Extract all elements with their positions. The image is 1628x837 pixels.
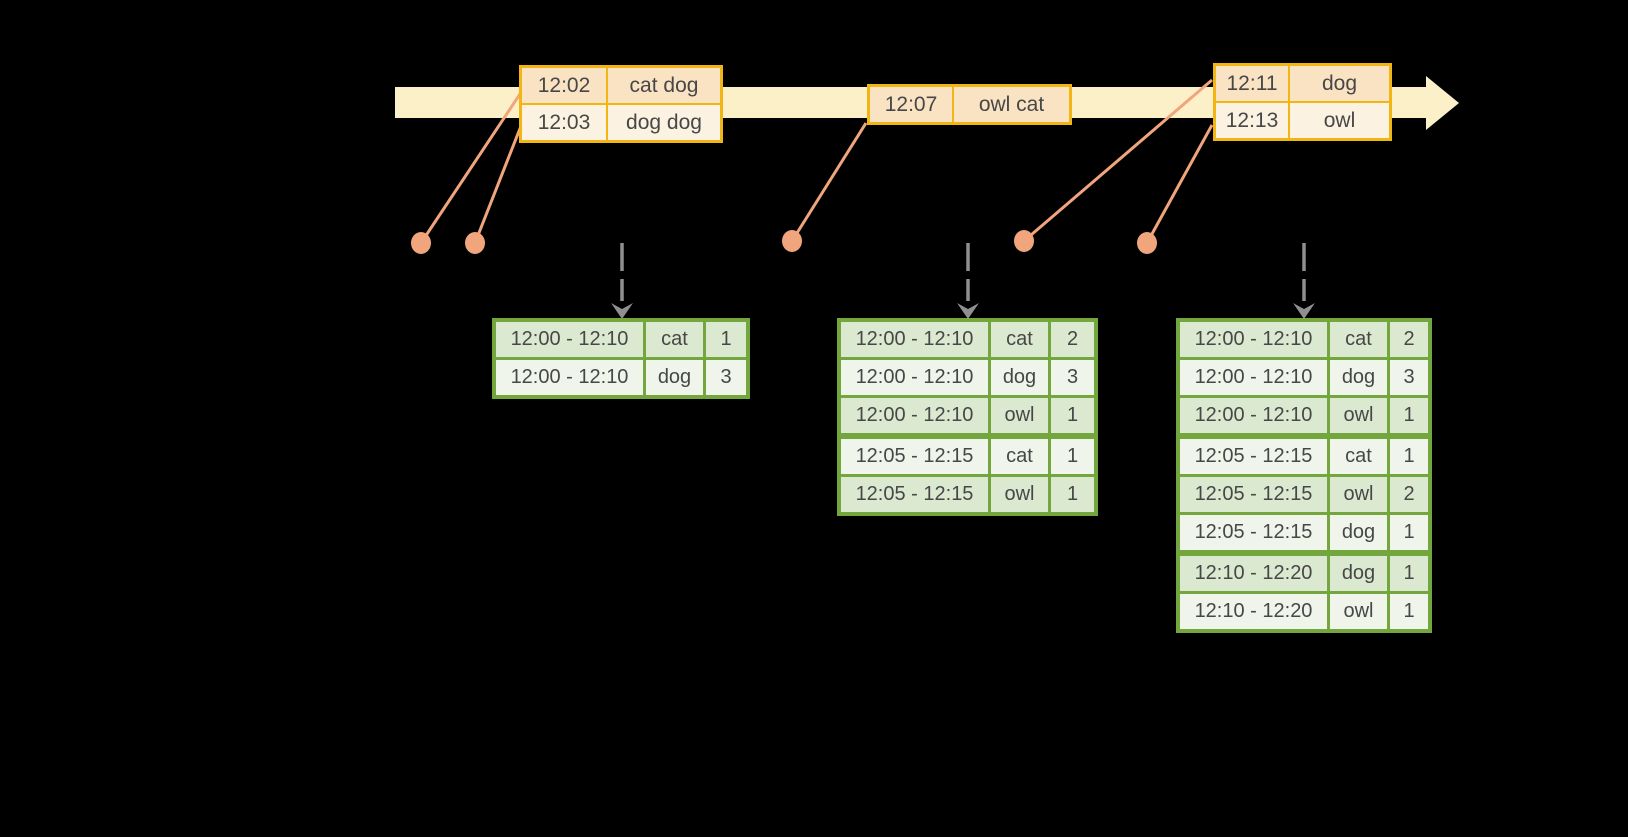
connector-line <box>419 87 526 244</box>
word-cell: cat <box>991 322 1048 357</box>
event-time-cell: 12:11 <box>1216 66 1288 101</box>
count-cell: 1 <box>1390 594 1428 629</box>
count-cell: 3 <box>1390 360 1428 395</box>
event-words-cell: owl cat <box>954 87 1069 122</box>
count-cell: 1 <box>1051 398 1094 433</box>
event-time-cell: 12:07 <box>870 87 952 122</box>
count-cell: 1 <box>706 322 746 357</box>
event-words-cell: dog <box>1290 66 1389 101</box>
word-cell: cat <box>646 322 703 357</box>
window-cell: 12:00 - 12:10 <box>841 322 988 357</box>
event-dot <box>411 232 431 254</box>
window-cell: 12:00 - 12:10 <box>1180 360 1327 395</box>
word-cell: owl <box>1330 398 1387 433</box>
word-cell: owl <box>991 398 1048 433</box>
count-cell: 1 <box>1051 477 1094 512</box>
window-cell: 12:00 - 12:10 <box>1180 322 1327 357</box>
word-cell: cat <box>1330 439 1387 474</box>
count-cell: 2 <box>1390 322 1428 357</box>
word-cell: dog <box>646 360 703 395</box>
connector-line <box>790 122 868 242</box>
window-cell: 12:10 - 12:20 <box>1180 556 1327 591</box>
word-cell: owl <box>991 477 1048 512</box>
event-words-cell: owl <box>1290 103 1389 138</box>
connector-line <box>1023 78 1213 243</box>
count-cell: 2 <box>1051 322 1094 357</box>
window-cell: 12:05 - 12:15 <box>1180 477 1327 512</box>
count-cell: 1 <box>1390 515 1428 550</box>
window-cell: 12:05 - 12:15 <box>841 439 988 474</box>
word-cell: dog <box>991 360 1048 395</box>
connector-line <box>1145 124 1214 244</box>
window-cell: 12:10 - 12:20 <box>1180 594 1327 629</box>
trigger-arrowhead-icon <box>957 303 979 319</box>
window-cell: 12:00 - 12:10 <box>841 398 988 433</box>
word-cell: cat <box>991 439 1048 474</box>
window-cell: 12:00 - 12:10 <box>496 360 643 395</box>
word-cell: cat <box>1330 322 1387 357</box>
window-cell: 12:00 - 12:10 <box>841 360 988 395</box>
event-words-cell: cat dog <box>608 68 720 103</box>
connector-line <box>473 125 523 244</box>
event-words-cell: dog dog <box>608 105 720 140</box>
event-time-cell: 12:13 <box>1216 103 1288 138</box>
word-cell: owl <box>1330 594 1387 629</box>
event-time-cell: 12:02 <box>522 68 606 103</box>
trigger-arrowhead-icon <box>611 303 633 319</box>
window-cell: 12:05 - 12:15 <box>1180 515 1327 550</box>
word-cell: owl <box>1330 477 1387 512</box>
event-time-cell: 12:03 <box>522 105 606 140</box>
window-cell: 12:00 - 12:10 <box>496 322 643 357</box>
window-cell: 12:00 - 12:10 <box>1180 398 1327 433</box>
timeline-arrowhead-icon <box>1426 76 1459 130</box>
event-dot <box>465 232 485 254</box>
window-cell: 12:05 - 12:15 <box>841 477 988 512</box>
trigger-arrowhead-icon <box>1293 303 1315 319</box>
event-dot <box>782 230 802 252</box>
word-cell: dog <box>1330 360 1387 395</box>
word-cell: dog <box>1330 515 1387 550</box>
word-cell: dog <box>1330 556 1387 591</box>
count-cell: 3 <box>706 360 746 395</box>
count-cell: 1 <box>1390 556 1428 591</box>
count-cell: 1 <box>1051 439 1094 474</box>
count-cell: 1 <box>1390 439 1428 474</box>
count-cell: 3 <box>1051 360 1094 395</box>
count-cell: 1 <box>1390 398 1428 433</box>
event-dot <box>1014 230 1034 252</box>
window-cell: 12:05 - 12:15 <box>1180 439 1327 474</box>
count-cell: 2 <box>1390 477 1428 512</box>
event-dot <box>1137 232 1157 254</box>
